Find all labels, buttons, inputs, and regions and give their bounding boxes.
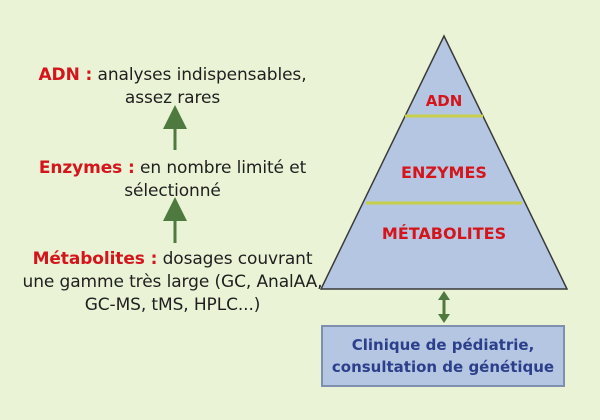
pyramid-level-metabolites: MÉTABOLITES xyxy=(382,224,506,243)
adn-key-label: ADN : xyxy=(38,65,93,85)
metabolites-description: Métabolites : dosages couvrant une gamme… xyxy=(20,248,325,317)
clinic-box: Clinique de pédiatrie, consultation de g… xyxy=(321,325,565,387)
pyramid-shape xyxy=(319,34,569,290)
adn-description: ADN : analyses indispensables, assez rar… xyxy=(20,64,325,110)
double-arrow-icon xyxy=(438,291,450,323)
pyramid-level-enzymes: ENZYMES xyxy=(401,163,487,182)
metabolites-key-label: Métabolites : xyxy=(32,249,158,269)
metabolites-description-text: dosages couvrant une gamme très large (G… xyxy=(22,249,323,315)
enzymes-description: Enzymes : en nombre limité et sélectionn… xyxy=(20,157,325,203)
enzymes-key-label: Enzymes : xyxy=(38,158,135,178)
clinic-line-2: consultation de génétique xyxy=(331,358,555,376)
clinic-line-1: Clinique de pédiatrie, xyxy=(351,336,535,354)
pyramid-level-adn: ADN xyxy=(426,92,463,110)
adn-description-text: analyses indispensables, assez rares xyxy=(92,65,307,108)
enzymes-description-text: en nombre limité et sélectionné xyxy=(124,158,307,201)
